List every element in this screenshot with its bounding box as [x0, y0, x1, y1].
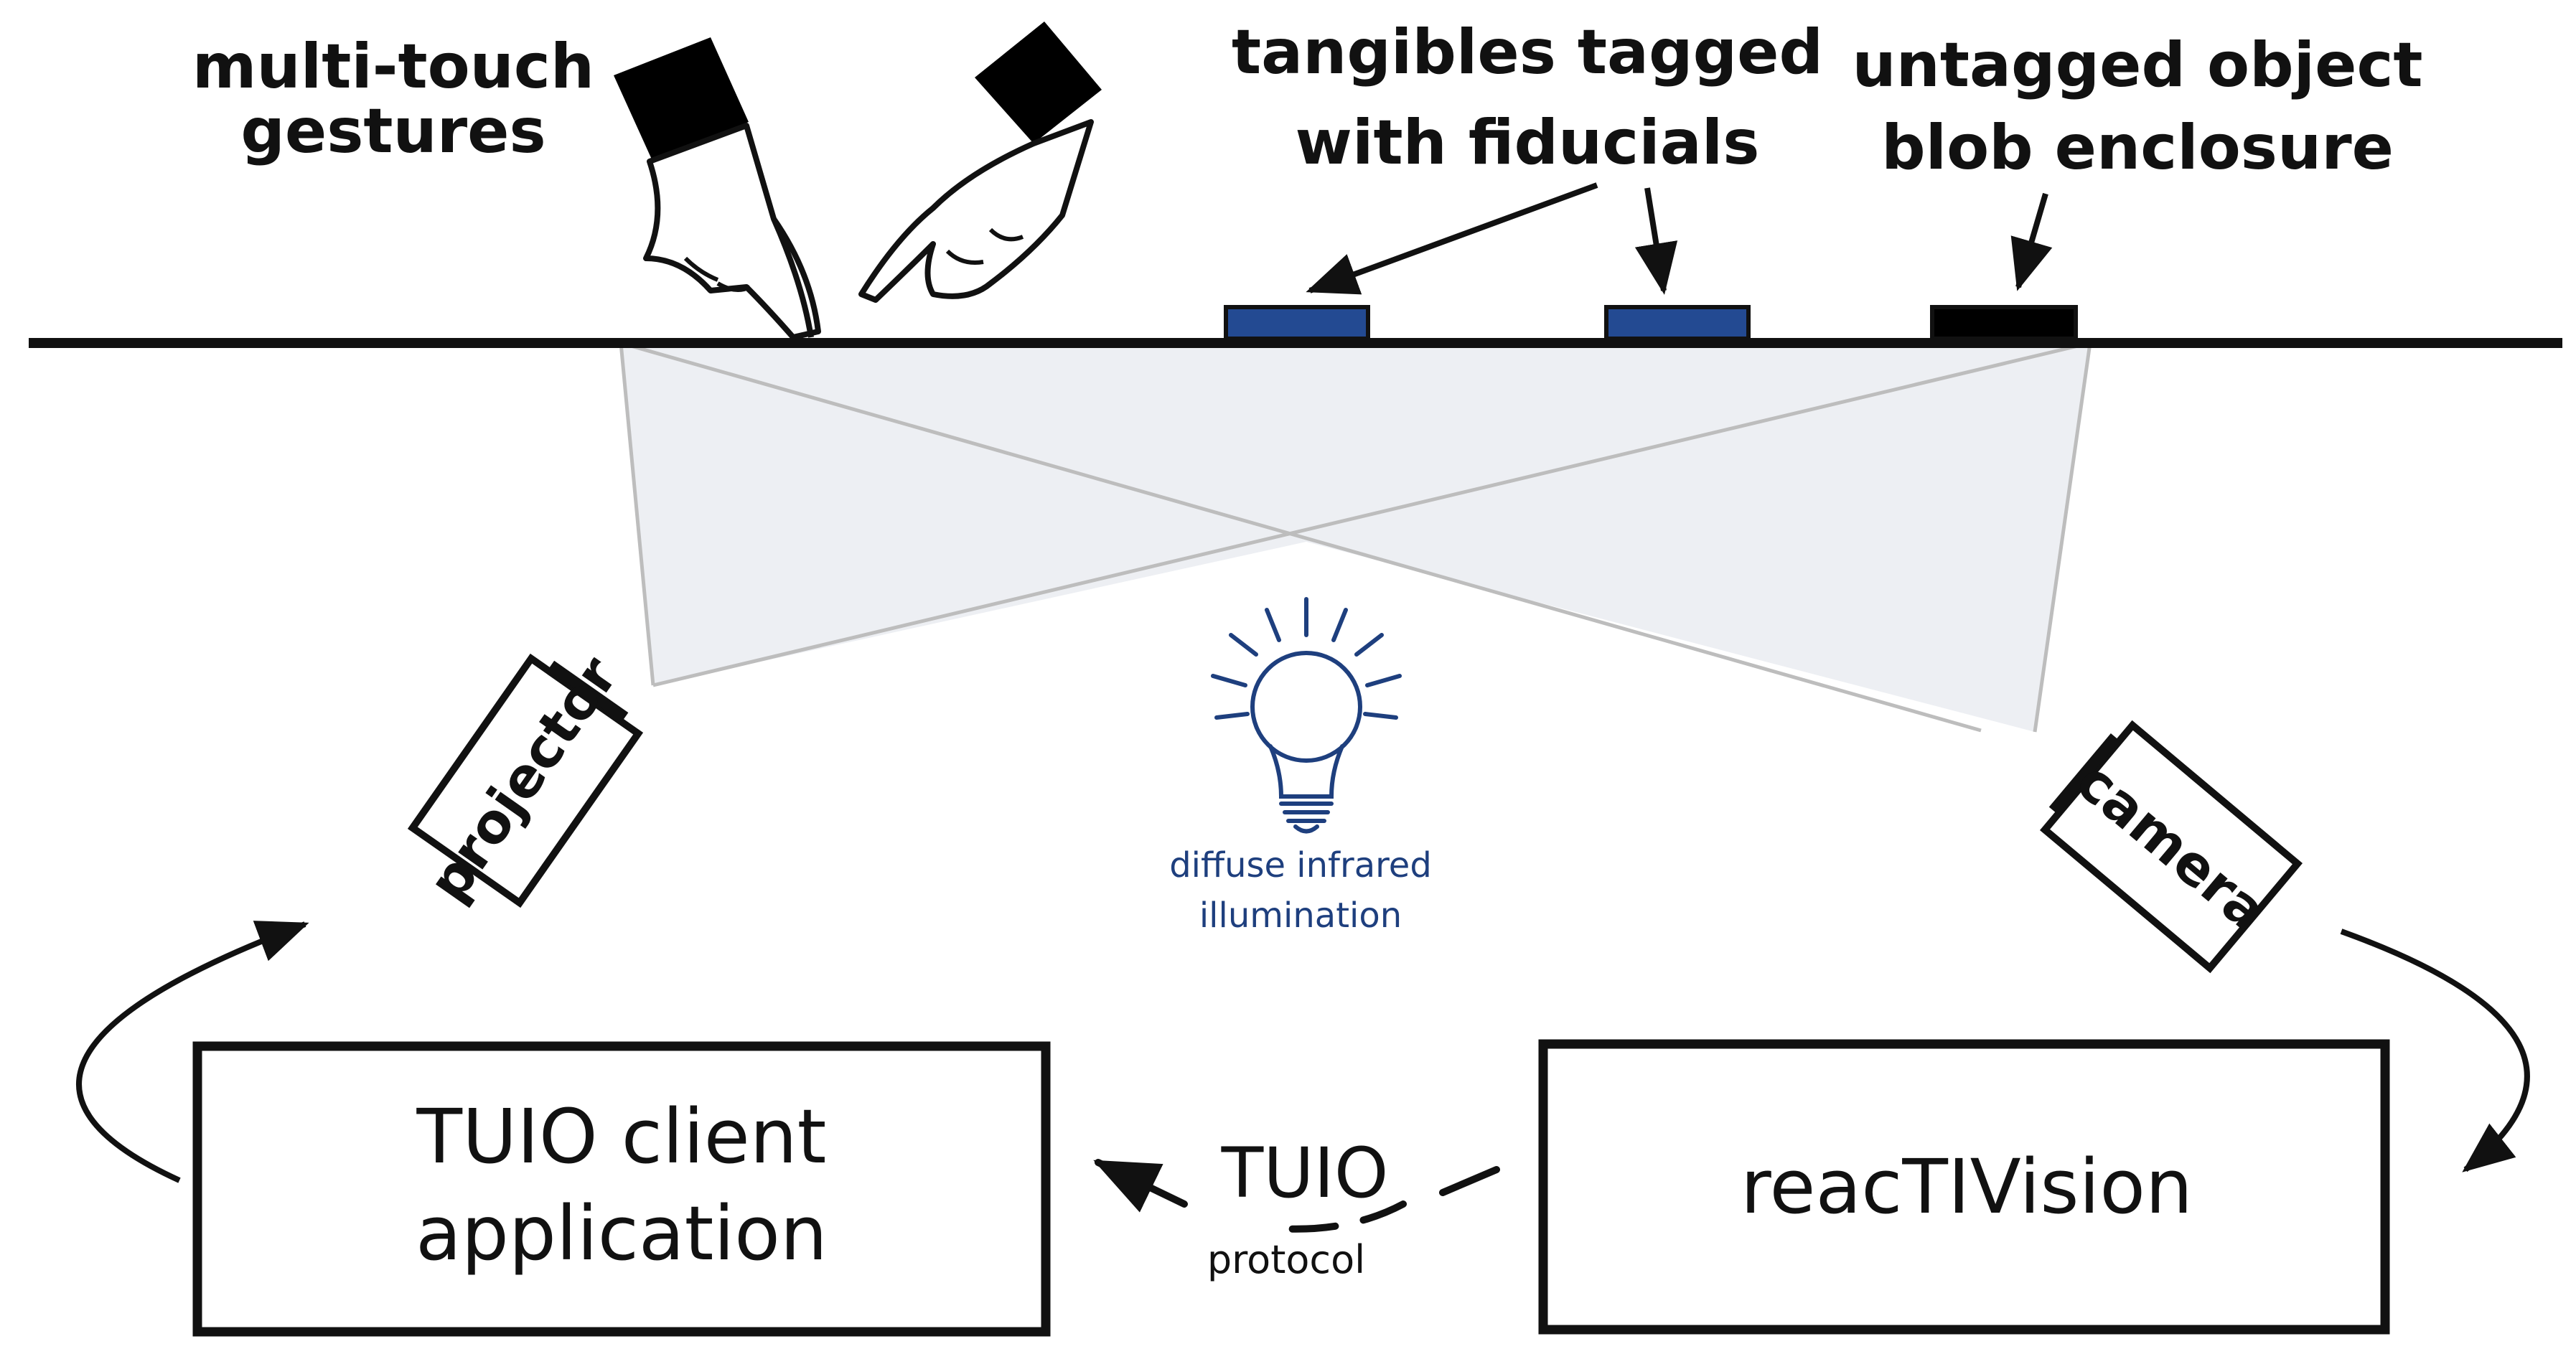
arrow-to-tangible-2: [1634, 187, 1678, 295]
untagged-label-line1: untagged object: [1852, 29, 2422, 101]
untagged-object: [1930, 305, 2078, 341]
beam-lines: [619, 341, 2092, 733]
tuio-protocol-sub: protocol: [1207, 1237, 1365, 1282]
untagged-label-line2: blob enclosure: [1881, 112, 2394, 184]
fiducial-tangible-2: [1604, 305, 1751, 341]
illumination-label-line1: diffuse infrared: [1169, 845, 1432, 885]
annotation-arrows: [1306, 182, 2053, 295]
arrow-to-tangible-1: [1306, 182, 1598, 295]
illumination-label-line2: illumination: [1199, 896, 1402, 936]
client-to-projector-arrow: [76, 921, 309, 1183]
tangibles-label-line2: with fiducials: [1296, 107, 1760, 179]
tuio-client-label-line1: TUIO client: [416, 1093, 827, 1180]
projector: projector: [407, 645, 644, 913]
camera: camera: [2039, 720, 2303, 974]
tuio-protocol-arrow: [1093, 1159, 1500, 1233]
pointing-hand-icon: [614, 37, 821, 340]
tangibles-label-line1: tangibles tagged: [1232, 17, 1823, 88]
camera-to-reactivision-arrow: [2340, 929, 2530, 1172]
gestures-label-line2: gestures: [240, 95, 545, 167]
lightbulb-icon: [1211, 597, 1402, 834]
tuio-client-label-line2: application: [416, 1190, 828, 1277]
tuio-protocol-name: TUIO: [1221, 1133, 1389, 1213]
arrow-to-untagged-object: [2010, 192, 2053, 291]
gestures-label-line1: multi-touch: [192, 31, 594, 103]
projection-area: [621, 343, 2090, 732]
reactivision-box: [1538, 1039, 2390, 1335]
reactivision-label: reacTIVision: [1741, 1143, 2193, 1231]
pointing-hand-icon: [858, 22, 1102, 303]
tuio-client-box: [192, 1041, 1051, 1337]
fiducial-tangible-1: [1224, 305, 1370, 341]
